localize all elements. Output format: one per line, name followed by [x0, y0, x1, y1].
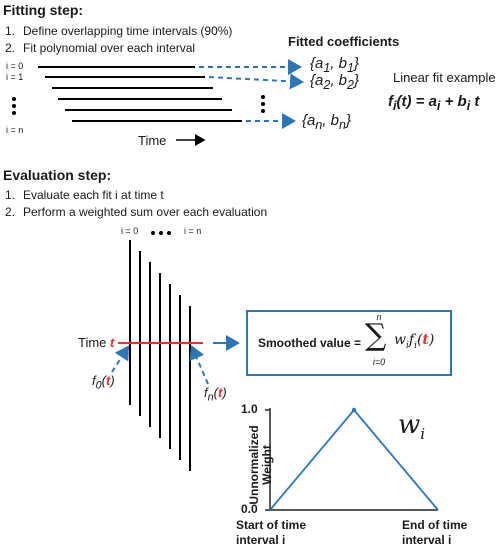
weight-peak-point — [351, 407, 357, 413]
linear-fit-formula: fi(t) = ai + bi t — [388, 93, 480, 113]
coefficients-2: {a2, b2} — [310, 72, 359, 92]
fitting-interval-lines — [38, 66, 242, 122]
chart-ytick-bottom: 0.0 — [241, 502, 258, 516]
evaluation-heading: Evaluation step: — [3, 167, 112, 183]
ellipsis-dots-top — [151, 231, 171, 235]
fitting-step-2: 2.Fit polynomial over each interval — [5, 41, 196, 55]
chart-x-end-label: End of time interval i — [402, 518, 468, 547]
weight-series-label: wi — [398, 410, 426, 444]
chart-x-start-label: Start of time interval i — [236, 518, 307, 547]
fitting-step-1: 1.Define overlapping time intervals (90%… — [5, 24, 233, 38]
sum-upper-limit: n — [376, 312, 382, 322]
time-label: Time — [138, 133, 167, 148]
fitting-heading: Fitting step: — [3, 2, 84, 18]
top-label-i0: i = 0 — [121, 226, 139, 236]
fit-arrow-2 — [208, 73, 304, 90]
sum-lower-limit: i=0 — [372, 357, 386, 367]
sum-symbol: ∑ — [365, 318, 387, 353]
ellipsis-dots-left — [12, 97, 16, 115]
sum-term: wifi(t) — [394, 332, 435, 351]
linear-fit-title: Linear fit example — [393, 70, 496, 85]
row-label-0: i = 0 — [6, 61, 24, 71]
chart-ytick-top: 1.0 — [241, 402, 258, 416]
row-label-n: i = n — [6, 125, 24, 135]
fitted-coefficients-title: Fitted coefficients — [288, 34, 400, 49]
smoothed-value-label: Smoothed value = — [258, 336, 362, 350]
f0-arrow — [111, 345, 130, 373]
ellipsis-dots-right — [261, 95, 265, 113]
fn-label: fn(t) — [204, 385, 227, 404]
time-t-label: Time t — [78, 335, 115, 350]
top-label-in: i = n — [184, 226, 202, 236]
f0-label: f0(t) — [92, 373, 115, 392]
weight-chart — [265, 407, 439, 511]
coefficients-n: {an, bn} — [302, 112, 351, 132]
smoothed-value-box: Smoothed value = n ∑ i=0 wifi(t) — [246, 310, 452, 376]
fn-arrow — [189, 345, 209, 385]
evaluation-step-2: 2.Perform a weighted sum over each evalu… — [5, 205, 268, 219]
evaluation-step-1: 1.Evaluate each fit i at time t — [5, 188, 164, 202]
coefficients-1: {a1, b1} — [310, 55, 359, 75]
fit-arrows — [199, 59, 304, 129]
evaluation-vertical-lines — [129, 240, 191, 471]
row-label-1: i = 1 — [6, 72, 24, 82]
